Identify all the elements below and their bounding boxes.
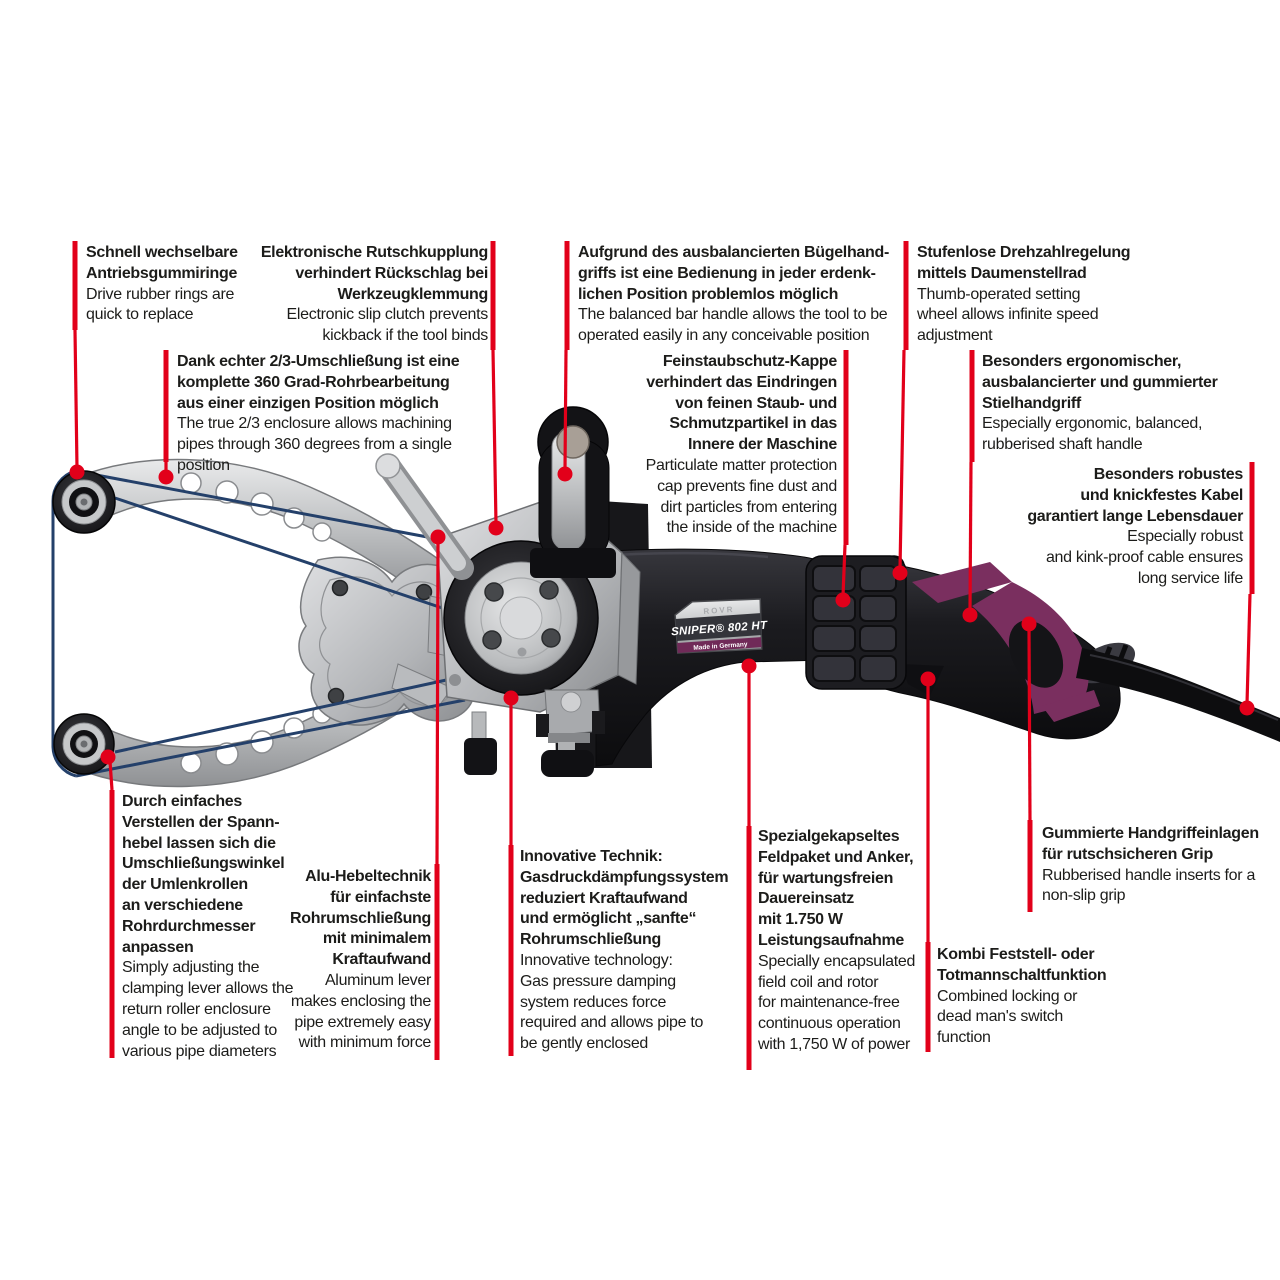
product-label: ROVR SNIPER® 802 HT Made in Germany	[671, 598, 768, 654]
clamping-lever	[375, 453, 474, 580]
callout-connector-durch	[100, 749, 116, 1058]
callout-connectors	[69, 241, 1255, 1070]
sanding-belt	[51, 469, 479, 778]
bar-handle	[530, 406, 616, 578]
arm-hole	[312, 522, 332, 542]
upper-clamp-arm	[73, 458, 449, 602]
support-feet	[464, 689, 605, 777]
label-origin: Made in Germany	[693, 641, 748, 652]
callout-connector-dank	[158, 350, 174, 485]
callout-connector-aufgrund	[557, 241, 573, 482]
callout-connector-feinstaub	[835, 350, 851, 608]
cable-highlight	[1089, 654, 1279, 721]
drive-drum	[443, 540, 599, 696]
top-return-roller	[52, 470, 116, 534]
callout-connector-schnell	[69, 241, 85, 480]
callout-innovative-de: Innovative Technik:Gasdruckdämpfungssyst…	[520, 848, 729, 949]
callout-connector-stufenlose	[892, 241, 909, 581]
callout-connector-kabel	[1239, 462, 1255, 716]
callout-innovative: Innovative Technik:Gasdruckdämpfungssyst…	[520, 847, 750, 1055]
dust-protection-cap	[805, 555, 907, 690]
bottom-return-roller	[53, 713, 115, 775]
callout-aufgrund-de: Aufgrund des ausbalancierten Bügelhand-g…	[578, 244, 890, 303]
callout-connector-innovative	[503, 690, 519, 1056]
callout-ergonomisch: Besonders ergonomischer,ausbalancierter …	[982, 352, 1257, 456]
callout-connector-elektronische	[488, 241, 504, 536]
machine: ROVR SNIPER® 802 HT Made in Germany	[51, 406, 1280, 788]
callout-connector-alu	[430, 529, 446, 1060]
callout-aufgrund: Aufgrund des ausbalancierten Bügelhand-g…	[578, 243, 923, 347]
callout-connector-gummierte	[1021, 616, 1037, 912]
power-cable	[1076, 648, 1280, 742]
label-brand: ROVR	[703, 605, 735, 616]
callout-innovative-en: Innovative technology:Gas pressure dampi…	[520, 951, 704, 1053]
callout-connector-kombi	[920, 671, 936, 1052]
callout-ergonomisch-en: Especially ergonomic, balanced,rubberise…	[982, 415, 1203, 454]
callout-ergonomisch-de: Besonders ergonomischer,ausbalancierter …	[982, 353, 1218, 412]
callout-connector-spezial	[741, 658, 757, 1070]
callout-connector-ergonomisch	[962, 350, 978, 623]
callout-aufgrund-en: The balanced bar handle allows the tool …	[578, 306, 888, 345]
